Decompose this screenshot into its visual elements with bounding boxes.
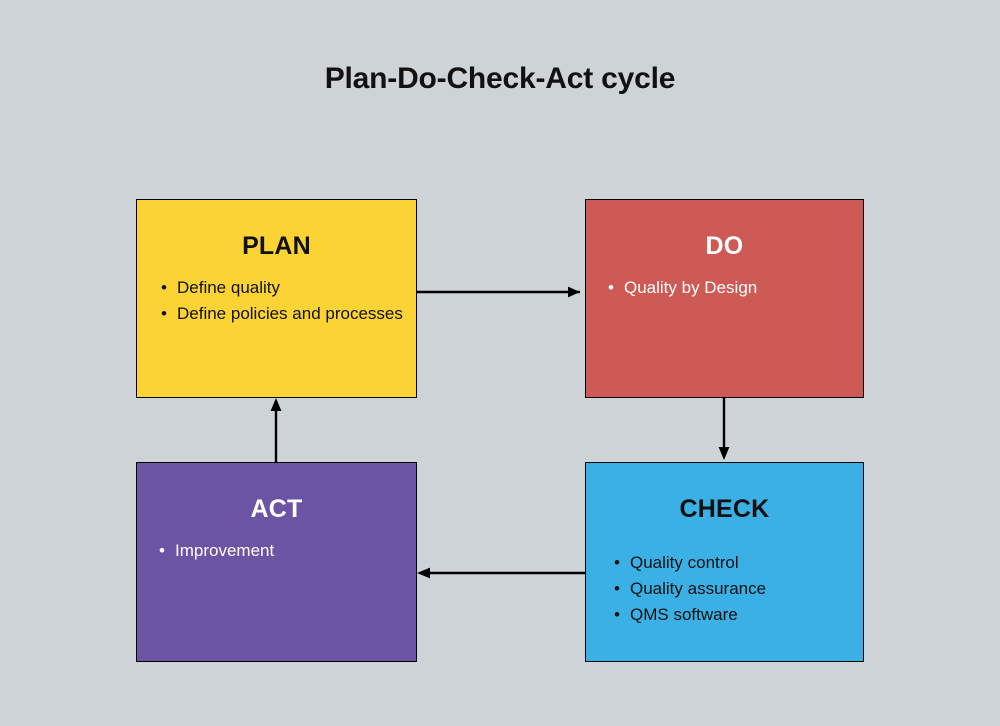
list-item: • QMS software bbox=[614, 602, 853, 627]
node-plan-list: • Define quality • Define policies and pro… bbox=[137, 275, 416, 326]
list-item: • Quality assurance bbox=[614, 576, 853, 601]
bullet-icon: • bbox=[614, 605, 620, 624]
list-item: • Define quality bbox=[161, 275, 406, 300]
node-check[interactable]: CHECK • Quality control • Quality assuranc… bbox=[585, 462, 864, 662]
arrow-do-to-check bbox=[718, 398, 730, 460]
bullet-icon: • bbox=[614, 579, 620, 598]
node-check-list: • Quality control • Quality assurance • QMS… bbox=[586, 550, 863, 627]
bullet-icon: • bbox=[614, 553, 620, 572]
bullet-icon: • bbox=[159, 541, 165, 560]
list-item: • Improvement bbox=[159, 538, 406, 563]
page-title: Plan-Do-Check-Act cycle bbox=[324, 62, 676, 95]
arrow-check-to-act bbox=[417, 567, 585, 579]
bullet-icon: • bbox=[161, 304, 167, 323]
node-do-title: DO bbox=[705, 232, 744, 260]
node-plan-title: PLAN bbox=[242, 232, 311, 260]
node-do-list: • Quality by Design bbox=[586, 275, 863, 300]
list-item: • Quality control bbox=[614, 550, 853, 575]
node-do[interactable]: DO • Quality by Design bbox=[585, 199, 864, 398]
list-item-label: Quality assurance bbox=[630, 579, 767, 598]
list-item-label: Improvement bbox=[175, 541, 275, 560]
node-check-title: CHECK bbox=[679, 495, 770, 523]
bullet-icon: • bbox=[161, 278, 167, 297]
list-item-label: Define policies and processes bbox=[177, 304, 403, 323]
node-act-title: ACT bbox=[250, 495, 303, 523]
node-act[interactable]: ACT • Improvement bbox=[136, 462, 417, 662]
list-item: • Define policies and processes bbox=[161, 301, 406, 326]
list-item-label: QMS software bbox=[630, 605, 738, 624]
node-act-list: • Improvement bbox=[137, 538, 416, 563]
bullet-icon: • bbox=[608, 278, 614, 297]
arrow-act-to-plan bbox=[270, 398, 282, 462]
arrow-plan-to-do bbox=[417, 286, 580, 298]
list-item-label: Quality by Design bbox=[624, 278, 758, 297]
list-item-label: Define quality bbox=[177, 278, 281, 297]
list-item: • Quality by Design bbox=[608, 275, 853, 300]
list-item-label: Quality control bbox=[630, 553, 739, 572]
node-plan[interactable]: PLAN • Define quality • Define policies an… bbox=[136, 199, 417, 398]
